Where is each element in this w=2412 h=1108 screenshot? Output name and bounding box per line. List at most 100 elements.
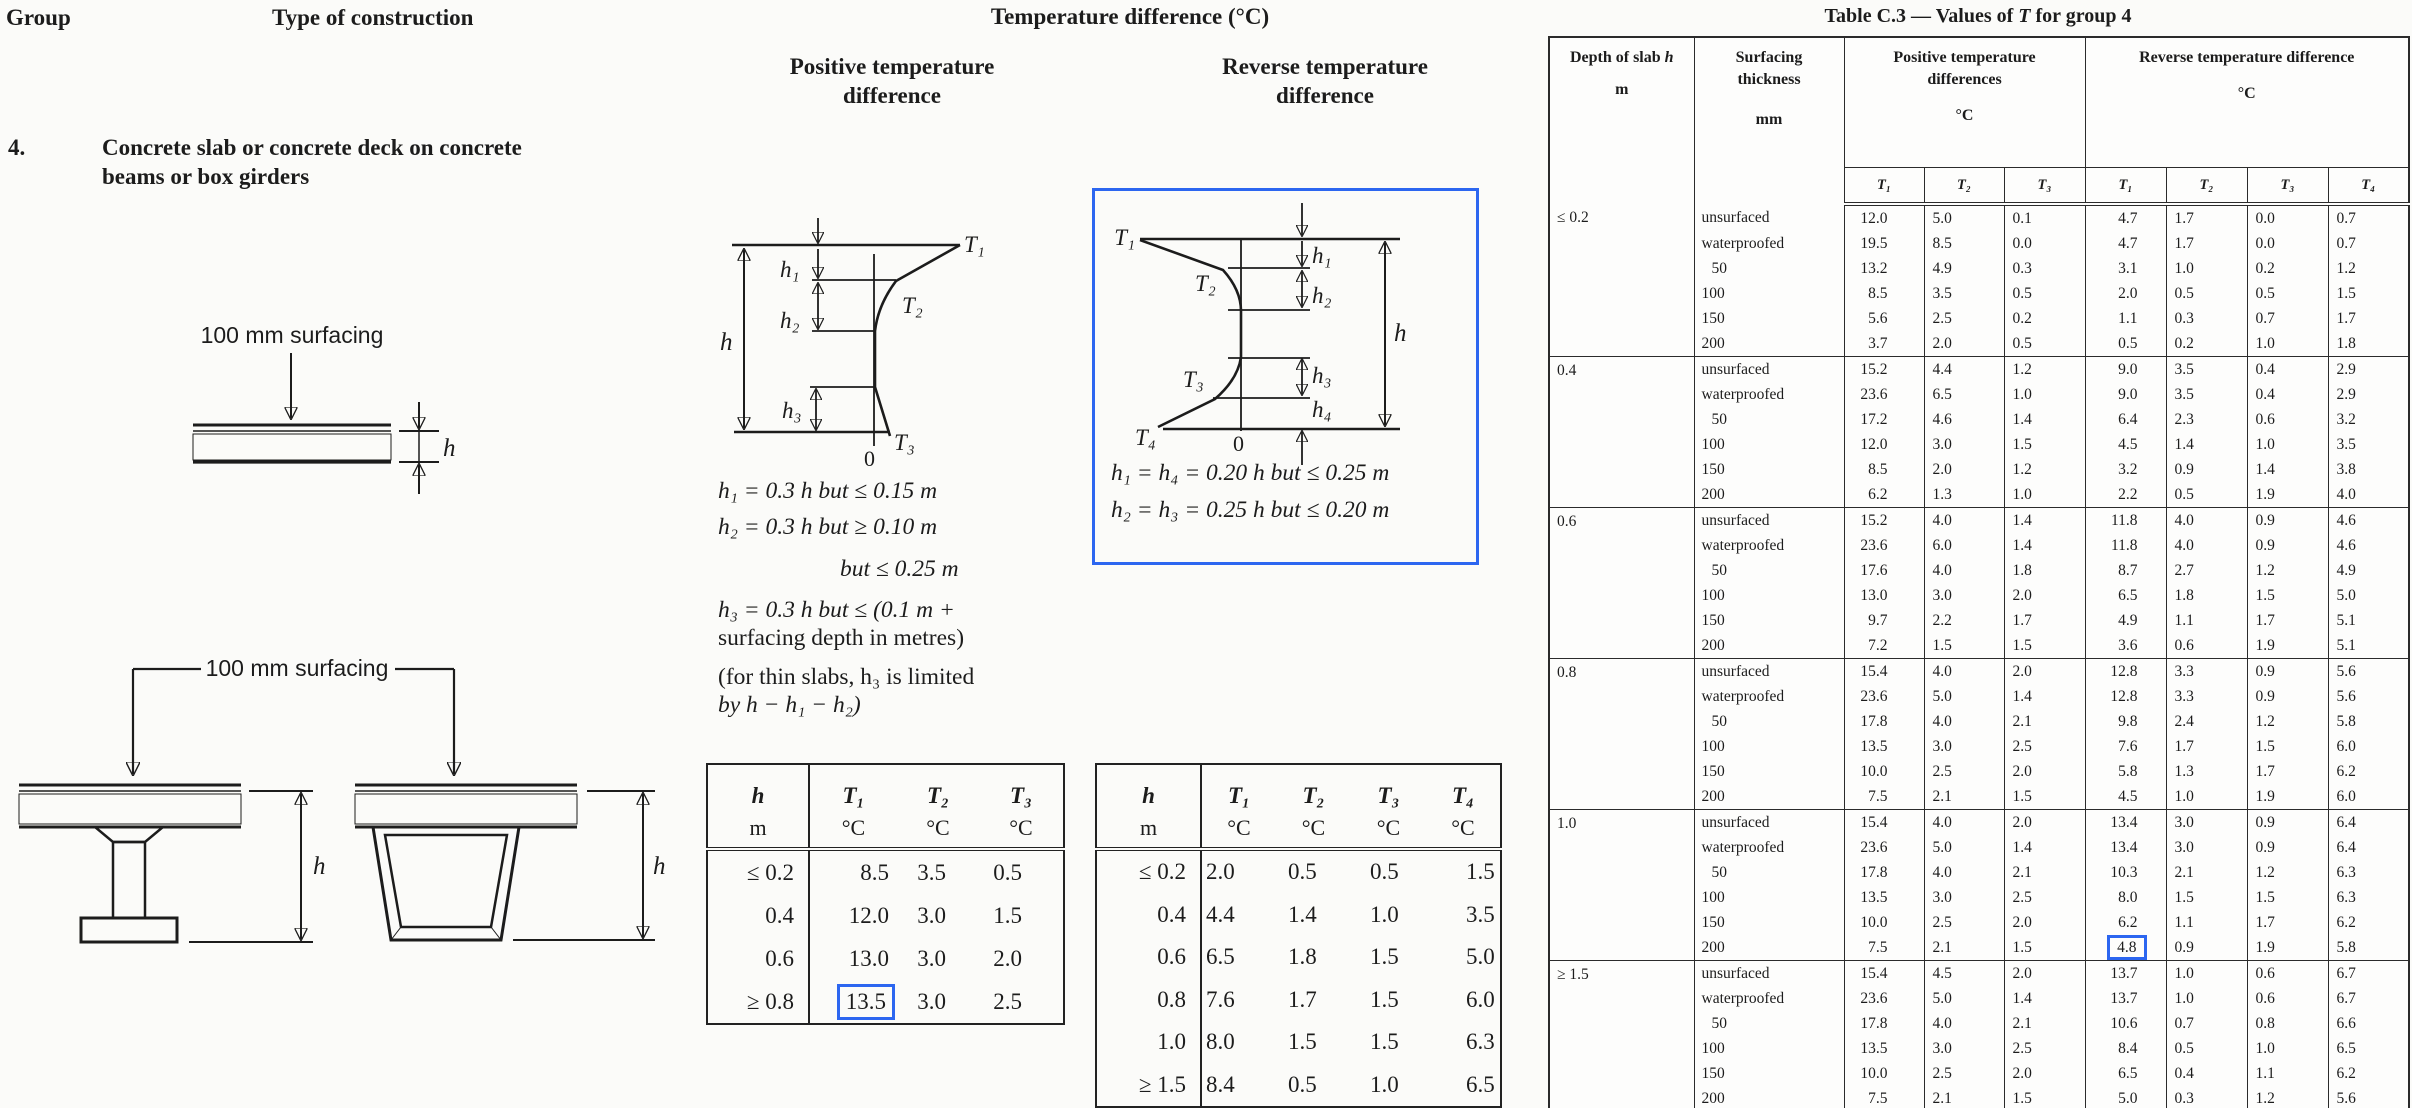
positive-temp-value: 0.1	[2003, 204, 2085, 231]
units-row: m°C°C°C°C	[1096, 809, 1501, 851]
positive-temp-value: 17.8	[1843, 860, 1924, 885]
reverse-temp-value: 8.0	[2084, 885, 2166, 910]
positive-formula-4: h₃ = 0.3 h but ≤ (0.1 m +	[718, 597, 955, 623]
surfacing-cell: 50	[1693, 558, 1844, 583]
unit-cell: m	[707, 809, 810, 851]
reverse-temp-value: 1.7	[2165, 231, 2247, 256]
positive-temp-value: 4.4	[1923, 356, 2004, 382]
temp-value: 0.5	[993, 859, 1022, 885]
positive-temp-value: 4.0	[1923, 709, 2004, 734]
surfacing-cell: 50	[1693, 709, 1844, 734]
reverse-temp-value: 1.2	[2246, 1086, 2328, 1108]
surfacing-cell: 200	[1693, 331, 1844, 357]
reverse-temp-value: 5.0	[2084, 1086, 2166, 1108]
surfacing-cell: 200	[1693, 633, 1844, 659]
subcol-header: T₂	[2165, 167, 2247, 206]
positive-temp-value: 12.0	[1843, 432, 1924, 457]
reverse-temp-value: 3.2	[2084, 457, 2166, 482]
reverse-temp-value: 0.7	[2327, 204, 2409, 231]
surfacing-cell: 100	[1693, 432, 1844, 457]
reverse-temp-value: 5.8	[2084, 759, 2166, 784]
depth-value: 0.4	[707, 894, 810, 937]
subcol-header: T₃	[2246, 167, 2328, 206]
depth-cell: 1.0	[1549, 809, 1694, 961]
reverse-temp-value: 1.8	[2327, 331, 2409, 357]
positive-temp-value: 2.1	[1923, 935, 2004, 961]
positive-temp-value: 2.0	[2003, 583, 2085, 608]
temp-value: 1.0	[1370, 901, 1399, 927]
temp-value: 6.5	[1466, 1071, 1495, 1097]
positive-temp-value: 1.0	[2003, 482, 2085, 508]
surfacing-cell: waterproofed	[1693, 835, 1844, 860]
positive-temp-value: 2.1	[1923, 784, 2004, 810]
beam-depth-label-right: h	[653, 853, 666, 880]
surfacing-cell: 50	[1693, 407, 1844, 432]
positive-temp-value: 2.0	[2003, 658, 2085, 684]
positive-temp-value: 4.0	[1923, 507, 2004, 533]
depth-value: ≥ 1.5	[1096, 1063, 1202, 1107]
positive-temp-value: 0.2	[2003, 306, 2085, 331]
reverse-temp-value: 5.6	[2327, 684, 2409, 709]
positive-temp-value: 2.5	[2003, 885, 2085, 910]
reverse-temp-value: 5.1	[2327, 608, 2409, 633]
positive-temp-value: 15.4	[1843, 960, 1924, 986]
T3-label: T₃	[1183, 367, 1204, 392]
reverse-temp-value: 11.8	[2084, 533, 2166, 558]
reverse-formula-1: h₁ = h₄ = 0.20 h but ≤ 0.25 m	[1111, 460, 1390, 486]
temp-value: 8.5	[860, 859, 889, 885]
reverse-temp-value: 0.9	[2246, 809, 2328, 835]
reverse-temp-value: 0.7	[2246, 306, 2328, 331]
reverse-temp-value: 0.9	[2246, 835, 2328, 860]
surfacing-cell: waterproofed	[1693, 533, 1844, 558]
reverse-temp-value: 0.6	[2246, 986, 2328, 1011]
subcol-header: T₄	[2327, 167, 2409, 206]
reverse-temp-value: 4.8	[2084, 935, 2166, 961]
h1-label: h₁	[1312, 243, 1332, 268]
reverse-temp-value: 0.9	[2165, 457, 2247, 482]
reverse-temp-value: 1.7	[2246, 910, 2328, 935]
positive-temp-value: 0.0	[2003, 231, 2085, 256]
positive-temp-value: 7.5	[1843, 784, 1924, 810]
col-header-depth: h	[707, 764, 810, 809]
positive-temp-value: 8.5	[1843, 281, 1924, 306]
col-header-temp: T₁	[842, 783, 865, 808]
highlight-box: 4.8	[2107, 935, 2147, 960]
temp-value: 8.0	[1206, 1029, 1235, 1055]
reverse-temp-value: 13.4	[2084, 809, 2166, 835]
reverse-temp-value: 3.2	[2327, 407, 2409, 432]
T2-label: T₂	[1195, 271, 1216, 296]
reverse-temp-value: 1.4	[2165, 432, 2247, 457]
reverse-temp-value: 3.1	[2084, 256, 2166, 281]
reverse-temp-value: 6.2	[2327, 1061, 2409, 1086]
depth-value: ≤ 0.2	[1096, 849, 1202, 894]
surfacing-cell: 200	[1693, 784, 1844, 810]
temp-value: 2.5	[993, 988, 1022, 1014]
positive-temp-value: 1.2	[2003, 356, 2085, 382]
reverse-temp-value: 1.5	[2246, 583, 2328, 608]
positive-temp-value: 1.5	[1923, 633, 2004, 659]
surfacing-cell: 50	[1693, 256, 1844, 281]
positive-temp-value: 1.8	[2003, 558, 2085, 583]
reverse-temp-value: 0.6	[2165, 633, 2247, 659]
positive-temp-value: 23.6	[1843, 986, 1924, 1011]
temp-value: 1.5	[993, 902, 1022, 928]
depth-value: ≤ 0.2	[707, 849, 810, 894]
c3-title-suffix: for group 4	[2030, 5, 2132, 27]
positive-temp-value: 3.0	[1923, 885, 2004, 910]
subcol-header: T₃	[2003, 167, 2085, 206]
reverse-temp-value: 0.0	[2246, 231, 2328, 256]
reverse-temp-value: 9.0	[2084, 356, 2166, 382]
reverse-temp-value: 1.9	[2246, 935, 2328, 961]
T1-label: T₁	[964, 232, 985, 257]
positive-temp-value: 10.0	[1843, 1061, 1924, 1086]
reverse-temp-value: 4.0	[2165, 533, 2247, 558]
header-depth: Depth of slab h m	[1569, 49, 1674, 98]
